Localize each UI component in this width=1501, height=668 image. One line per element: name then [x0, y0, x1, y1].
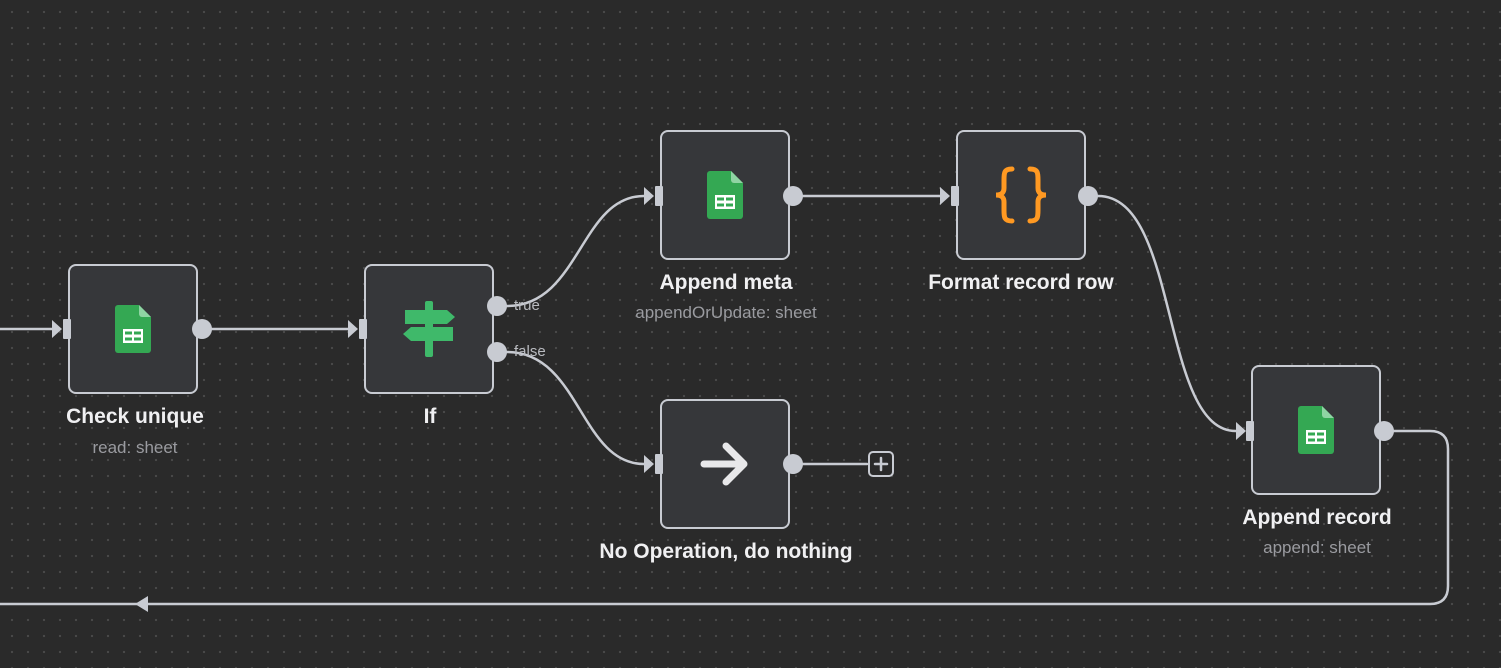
arrow-head	[135, 596, 148, 612]
arrow-head	[52, 320, 62, 338]
node-no-operation[interactable]	[660, 399, 790, 529]
google-sheets-icon	[707, 171, 743, 219]
google-sheets-icon	[1298, 406, 1334, 454]
arrow-right-icon	[700, 442, 750, 486]
signpost-icon	[402, 301, 456, 357]
google-sheets-icon	[115, 305, 151, 353]
connection-format-to-append-record	[1096, 194, 1238, 433]
input-handle-no-operation[interactable]	[655, 454, 663, 474]
output-handle-if-false[interactable]	[487, 342, 507, 362]
add-node-button[interactable]	[868, 451, 894, 477]
arrow-head	[940, 187, 950, 205]
curly-braces-icon	[993, 166, 1049, 224]
connection-append-record-loop	[0, 429, 1450, 606]
input-handle-append-record[interactable]	[1246, 421, 1254, 441]
input-handle-format-record-row[interactable]	[951, 186, 959, 206]
connection-if-true-to-append-meta	[505, 194, 646, 308]
node-subtitle-check-unique: read: sheet	[92, 438, 178, 457]
output-handle-format-record-row[interactable]	[1078, 186, 1098, 206]
output-handle-check-unique[interactable]	[192, 319, 212, 339]
arrow-head	[1236, 422, 1246, 440]
input-handle-append-meta[interactable]	[655, 186, 663, 206]
output-label-true: true	[514, 297, 540, 314]
arrow-head	[348, 320, 358, 338]
node-title-append-record: Append record	[1242, 506, 1392, 529]
node-subtitle-append-meta: appendOrUpdate: sheet	[635, 303, 817, 322]
node-title-if: If	[423, 405, 437, 428]
output-handle-if-true[interactable]	[487, 296, 507, 316]
node-title-append-meta: Append meta	[659, 271, 793, 294]
plus-icon	[873, 456, 889, 472]
node-if[interactable]	[364, 264, 494, 394]
arrow-head	[644, 187, 654, 205]
node-format-record-row[interactable]	[956, 130, 1086, 260]
arrow-head	[644, 455, 654, 473]
output-label-false: false	[514, 343, 546, 360]
output-handle-no-operation[interactable]	[783, 454, 803, 474]
node-subtitle-append-record: append: sheet	[1263, 538, 1371, 557]
output-handle-append-meta[interactable]	[783, 186, 803, 206]
node-append-record[interactable]	[1251, 365, 1381, 495]
node-append-meta[interactable]	[660, 130, 790, 260]
input-handle-if[interactable]	[359, 319, 367, 339]
output-handle-append-record[interactable]	[1374, 421, 1394, 441]
node-title-check-unique: Check unique	[66, 405, 204, 428]
connection-if-false-to-no-operation	[505, 350, 646, 466]
input-handle-check-unique[interactable]	[63, 319, 71, 339]
node-title-format-record-row: Format record row	[928, 271, 1114, 294]
node-check-unique[interactable]	[68, 264, 198, 394]
node-title-no-operation: No Operation, do nothing	[599, 540, 853, 563]
